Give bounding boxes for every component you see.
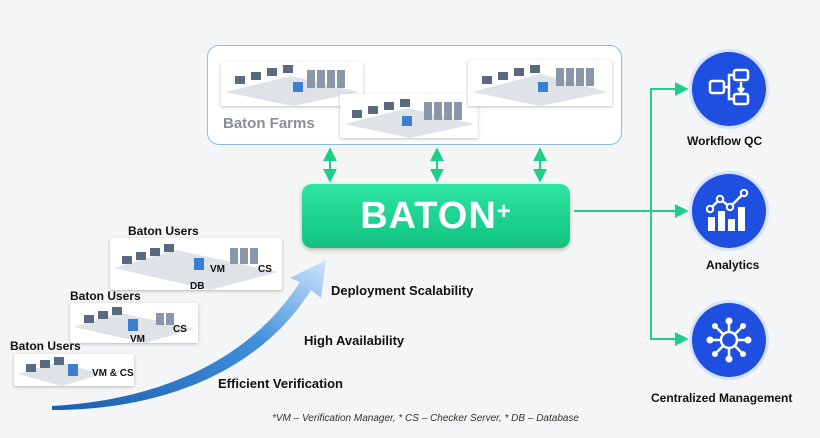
workflow-icon <box>708 68 750 106</box>
users-group-label: Baton Users <box>70 289 141 303</box>
farm-thumbnail <box>340 94 478 138</box>
footnote: *VM – Verification Manager, * CS – Check… <box>272 413 579 424</box>
tag-vm: VM <box>130 334 145 345</box>
users-group-label: Baton Users <box>128 224 199 238</box>
server-rack-illustration <box>344 99 474 138</box>
baton-title: BATON <box>360 194 497 237</box>
users-thumbnail <box>70 303 198 343</box>
users-thumbnail <box>110 238 282 290</box>
tag-vm-cs: VM & CS <box>92 368 134 379</box>
user-network-illustration <box>18 357 102 386</box>
growth-arrow <box>52 260 326 410</box>
users-group-label: Baton Users <box>10 339 81 353</box>
centralized-management-label: Centralized Management <box>651 391 793 405</box>
workflow-qc-label: Workflow QC <box>687 134 763 148</box>
server-rack-illustration <box>472 65 608 106</box>
tag-db: DB <box>190 281 205 292</box>
analytics-icon <box>706 189 749 231</box>
user-network-illustration <box>74 307 194 343</box>
analytics-circle <box>692 174 766 248</box>
baton-farms-label: Baton Farms <box>223 115 315 132</box>
tag-cs: CS <box>258 264 272 275</box>
farm-thumbnail <box>221 62 363 106</box>
feature-deployment-scalability: Deployment Scalability <box>331 283 474 298</box>
farm-thumbnail <box>468 60 612 106</box>
tag-vm: VM <box>210 264 225 275</box>
server-rack-illustration <box>225 65 359 106</box>
hub-icon <box>706 317 752 363</box>
user-network-illustration <box>114 244 278 290</box>
workflow-qc-circle <box>692 52 766 126</box>
feature-efficient-verification: Efficient Verification <box>218 376 343 391</box>
baton-plus-box: BATON+ <box>302 184 570 248</box>
centralized-management-circle <box>692 303 766 377</box>
baton-superscript: + <box>496 198 512 225</box>
users-thumbnail <box>14 354 134 386</box>
feature-high-availability: High Availability <box>304 333 405 348</box>
analytics-label: Analytics <box>706 258 760 272</box>
tag-cs: CS <box>173 324 187 335</box>
